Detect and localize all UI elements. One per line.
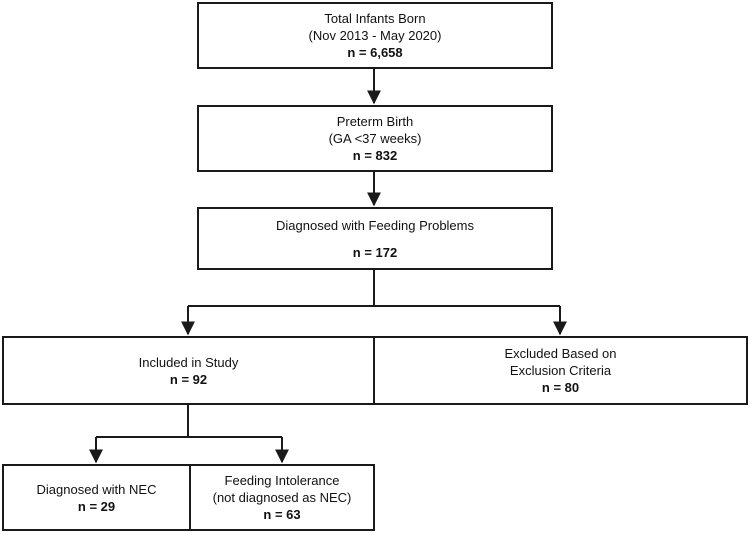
- node-total-infants: Total Infants Born (Nov 2013 - May 2020)…: [197, 2, 553, 69]
- node-total-line2: (Nov 2013 - May 2020): [308, 28, 442, 43]
- node-intolerance-line1: Feeding Intolerance: [224, 473, 340, 488]
- node-diagnosed-nec: Diagnosed with NEC n = 29: [2, 464, 191, 531]
- node-included-in-study: Included in Study n = 92: [2, 336, 375, 405]
- node-excluded-line2: Exclusion Criteria: [509, 363, 612, 378]
- node-feeding-problems: Diagnosed with Feeding Problems n = 172: [197, 207, 553, 270]
- node-included-line1: Included in Study: [138, 354, 239, 370]
- node-intolerance-count: n = 63: [263, 507, 301, 522]
- node-preterm-birth: Preterm Birth (GA <37 weeks) n = 832: [197, 105, 553, 172]
- node-excluded-line1: Excluded Based on: [504, 346, 617, 361]
- node-total-line1: Total Infants Born: [324, 11, 426, 26]
- node-excluded-count: n = 80: [541, 380, 580, 395]
- node-intolerance-line2: (not diagnosed as NEC): [212, 490, 352, 505]
- node-preterm-count: n = 832: [352, 148, 398, 163]
- node-nec-count: n = 29: [77, 498, 116, 514]
- node-feeding-intolerance: Feeding Intolerance (not diagnosed as NE…: [189, 464, 375, 531]
- node-excluded: Excluded Based on Exclusion Criteria n =…: [373, 336, 748, 405]
- node-feeding-line1: Diagnosed with Feeding Problems: [276, 217, 474, 233]
- node-preterm-line2: (GA <37 weeks): [328, 131, 422, 146]
- node-feeding-count: n = 172: [352, 244, 398, 260]
- node-total-count: n = 6,658: [347, 45, 403, 60]
- node-included-count: n = 92: [169, 371, 208, 387]
- node-nec-line1: Diagnosed with NEC: [36, 481, 157, 497]
- node-preterm-line1: Preterm Birth: [336, 114, 414, 129]
